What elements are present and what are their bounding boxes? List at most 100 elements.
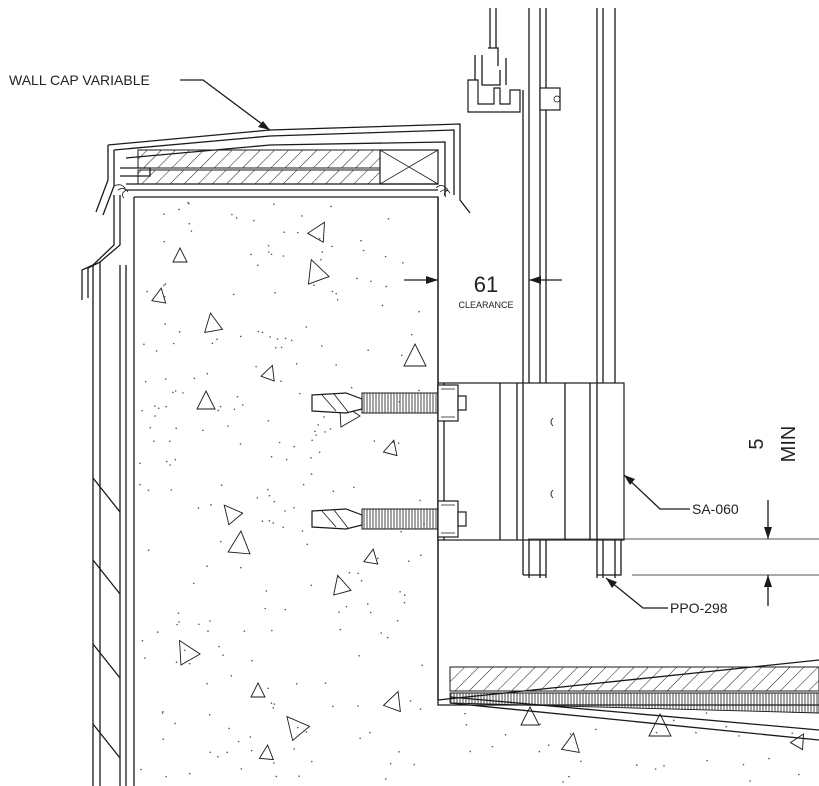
aggregate-speck — [335, 292, 338, 295]
aggregate-speck — [313, 284, 315, 286]
aggregate-speck — [222, 654, 224, 656]
aggregate-speck — [280, 346, 283, 349]
aggregate-speck — [273, 703, 276, 705]
aggregate-speck — [705, 712, 708, 714]
aggregate-speck — [338, 576, 340, 578]
aggregate-speck — [310, 473, 313, 475]
aggregate-speck — [219, 405, 222, 408]
aggregate-speck — [749, 780, 751, 782]
aggregate-speck — [402, 262, 404, 264]
aggregate-speck — [419, 708, 422, 710]
aggregate-speck — [324, 682, 327, 684]
aggregate-speck — [198, 623, 200, 626]
aggregate-speck — [317, 424, 319, 426]
aggregate-speck — [178, 331, 181, 333]
aggregate-speck — [353, 486, 355, 489]
aggregate-speck — [538, 750, 541, 753]
aggregate-speck — [318, 451, 321, 454]
aggregate-speck — [267, 488, 269, 491]
aggregate-speck — [233, 408, 236, 411]
aggregate-speck — [209, 620, 211, 622]
aggregate-speck — [358, 655, 360, 657]
aggregate-speck — [332, 705, 334, 708]
aggregate-speck — [419, 499, 421, 502]
aggregate-speck — [384, 778, 387, 780]
aggregate-speck — [302, 483, 305, 486]
aggregate-speck — [360, 239, 362, 242]
aggregate-speck — [298, 392, 301, 395]
aggregate-speck — [157, 407, 160, 410]
aggregate-speck — [301, 215, 303, 217]
aggregate-mark — [151, 287, 167, 304]
aggregate-speck — [360, 579, 363, 582]
aggregate-speck — [384, 255, 387, 258]
aggregate-speck — [250, 253, 252, 256]
aggregate-speck — [420, 554, 422, 557]
aggregate-speck — [264, 607, 267, 610]
aggregate-speck — [202, 429, 204, 432]
aggregate-speck — [539, 723, 541, 726]
aggregate-speck — [357, 705, 359, 707]
aggregate-speck — [285, 458, 288, 461]
aggregate-speck — [271, 629, 273, 632]
aggregate-speck — [275, 775, 278, 778]
aggregate-speck — [673, 719, 675, 722]
anchor-bolt-upper — [311, 384, 467, 422]
aggregate-speck — [272, 707, 275, 709]
aggregate-speck — [284, 608, 287, 611]
aggregate-speck — [338, 611, 340, 613]
aggregate-speck — [267, 244, 270, 247]
aggregate-speck — [268, 251, 270, 253]
aggregate-speck — [268, 494, 271, 497]
aggregate-speck — [177, 612, 180, 614]
bracket-label: SA-060 — [692, 501, 739, 517]
aggregate-speck — [174, 390, 177, 392]
aggregate-speck — [562, 781, 564, 783]
aggregate-speck — [162, 710, 164, 713]
aggregate-speck — [257, 330, 260, 333]
aggregate-speck — [163, 213, 165, 215]
min-dimension: 5 MIN — [528, 426, 819, 606]
aggregate-speck — [139, 462, 141, 465]
aggregate-mark — [306, 221, 326, 244]
aggregate-speck — [320, 258, 322, 261]
aggregate-speck — [239, 335, 242, 338]
aggregate-speck — [324, 431, 326, 433]
aggregate-speck — [339, 628, 342, 631]
aggregate-speck — [230, 675, 233, 677]
aggregate-speck — [389, 762, 392, 765]
aggregate-speck — [332, 490, 335, 493]
aggregate-speck — [296, 726, 299, 729]
aggregate-mark — [789, 733, 805, 751]
aggregate-speck — [314, 430, 316, 433]
aggregate-speck — [216, 338, 218, 341]
aggregate-speck — [321, 251, 324, 253]
aggregate-speck — [336, 298, 339, 301]
aggregate-speck — [331, 245, 333, 248]
aggregate-speck — [306, 543, 309, 546]
aggregate-speck — [310, 457, 312, 459]
aggregate-speck — [655, 731, 658, 734]
aggregate-speck — [305, 326, 308, 328]
aggregate-speck — [261, 331, 264, 334]
aggregate-speck — [188, 662, 191, 665]
aggregate-speck — [154, 415, 156, 417]
aggregate-speck — [329, 428, 332, 430]
aggregate-speck — [178, 621, 180, 623]
profile-leader: PPO-298 — [605, 577, 728, 616]
aggregate-speck — [149, 426, 152, 429]
aggregate-speck — [172, 391, 174, 394]
aggregate-speck — [156, 631, 159, 633]
aggregate-speck — [399, 590, 401, 593]
aggregate-speck — [568, 775, 570, 778]
aggregate-speck — [387, 217, 390, 220]
aggregate-speck — [174, 722, 176, 725]
aggregate-speck — [240, 768, 243, 770]
wall-cap — [95, 123, 471, 216]
aggregate-speck — [282, 526, 285, 529]
aggregate-speck — [241, 404, 244, 406]
aggregate-speck — [273, 762, 275, 764]
aggregate-speck — [357, 572, 360, 575]
aggregate-speck — [663, 765, 665, 767]
aggregate-speck — [323, 416, 325, 418]
